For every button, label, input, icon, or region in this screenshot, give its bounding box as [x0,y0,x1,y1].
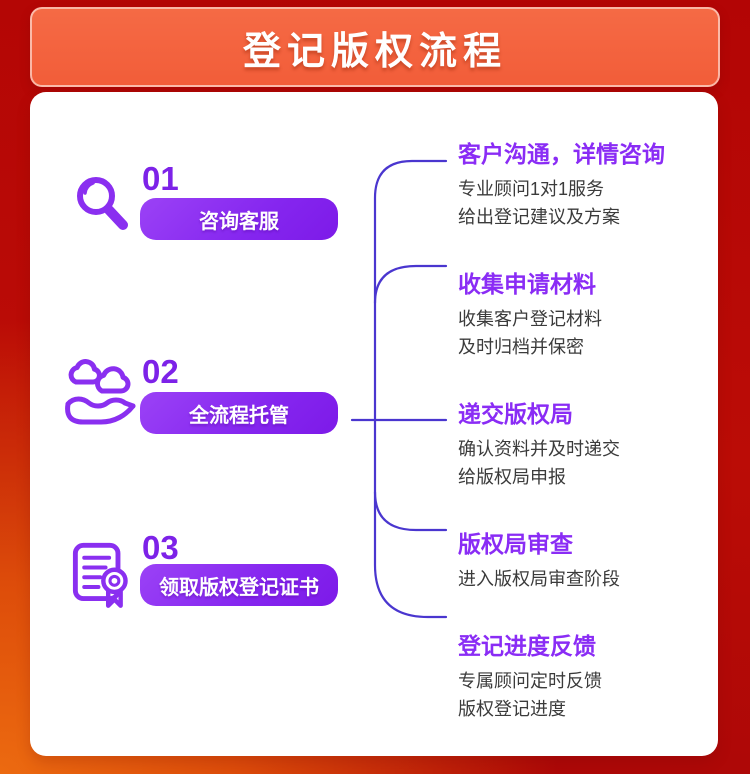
detail-line: 及时归档并保密 [458,337,584,357]
detail-line: 给版权局申报 [458,467,566,487]
step-number-3: 03 [142,529,179,566]
magnifier-icon [77,177,128,230]
detail-line: 进入版权局审查阶段 [458,569,620,589]
detail-line: 专属顾问定时反馈 [458,671,602,691]
detail-title-3: 递交版权局 [458,401,573,427]
certificate-icon [72,542,128,608]
detail-item-1: 客户沟通，详情咨询 专业顾问1对1服务 给出登记建议及方案 [458,140,718,231]
title-banner: 登记版权流程 [30,7,720,87]
hand-clouds-icon [65,359,136,425]
detail-line: 专业顾问1对1服务 [458,179,605,199]
detail-item-3: 递交版权局 确认资料并及时递交 给版权局申报 [458,400,718,491]
detail-title-4: 版权局审查 [458,531,573,557]
detail-title-5: 登记进度反馈 [458,633,596,659]
detail-line: 收集客户登记材料 [458,309,602,329]
step-number-1: 01 [142,160,179,197]
detail-item-2: 收集申请材料 收集客户登记材料 及时归档并保密 [458,270,718,361]
detail-line: 版权登记进度 [458,699,566,719]
detail-line: 给出登记建议及方案 [458,207,620,227]
step-number-2: 02 [142,353,179,390]
step-button-certificate[interactable]: 领取版权登记证书 [140,564,338,606]
page-title: 登记版权流程 [242,30,507,73]
detail-title-1: 客户沟通，详情咨询 [458,141,665,167]
detail-line: 确认资料并及时递交 [458,439,620,459]
detail-item-5: 登记进度反馈 专属顾问定时反馈 版权登记进度 [458,632,718,723]
step-button-escrow[interactable]: 全流程托管 [140,392,338,434]
detail-item-4: 版权局审查 进入版权局审查阶段 [458,530,718,593]
step-button-consult[interactable]: 咨询客服 [140,198,338,240]
detail-title-2: 收集申请材料 [458,271,596,297]
